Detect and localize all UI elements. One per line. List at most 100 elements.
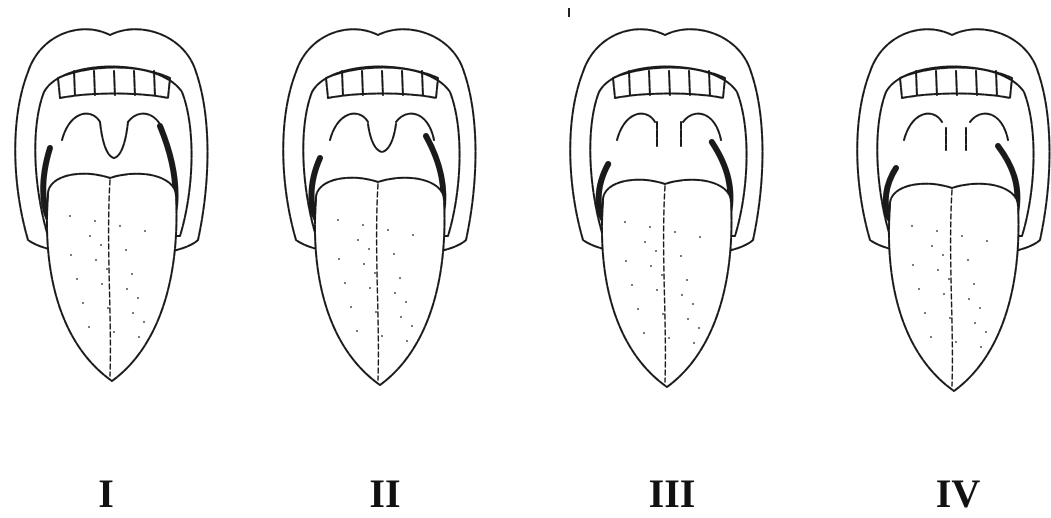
mouth-illustration (0, 0, 262, 440)
tooth-divider (976, 71, 977, 96)
class-label-iv: IV (827, 470, 1051, 518)
uvula (100, 122, 128, 158)
tooth-divider (134, 71, 135, 96)
texture-dot (937, 269, 939, 271)
tooth-divider (74, 71, 75, 96)
texture-dot (661, 274, 663, 276)
texture-dot (393, 253, 395, 255)
texture-dot (912, 264, 914, 266)
texture-dot (931, 245, 933, 247)
texture-dot (95, 259, 97, 261)
tooth-divider (114, 71, 115, 96)
texture-dot (70, 254, 72, 256)
tongue (315, 178, 445, 385)
uvula (368, 124, 396, 152)
texture-dot (687, 318, 689, 320)
texture-dot (381, 335, 383, 337)
class-panel-i: I (0, 0, 262, 516)
texture-dot (132, 312, 134, 314)
texture-dot (918, 288, 920, 290)
texture-dot (94, 220, 96, 222)
tooth-divider (94, 71, 95, 96)
texture-dot (668, 337, 670, 339)
texture-dot (686, 279, 688, 281)
texture-dot (69, 215, 71, 217)
texture-dot (693, 342, 695, 344)
texture-dot (699, 236, 701, 238)
tooth-divider (956, 71, 957, 96)
texture-dot (655, 250, 657, 252)
class-panel-iv: IV (842, 0, 1051, 516)
texture-dot (936, 230, 938, 232)
texture-dot (362, 224, 364, 226)
texture-dot (337, 219, 339, 221)
tooth-divider (689, 71, 690, 96)
class-panel-ii: II (268, 0, 530, 516)
tongue (602, 180, 732, 387)
drawing-strokes (15, 29, 207, 381)
texture-dot (662, 313, 664, 315)
texture-dot (955, 341, 957, 343)
mouth-illustration (555, 0, 817, 440)
texture-dot (400, 316, 402, 318)
texture-dot (974, 322, 976, 324)
texture-dot (119, 225, 121, 227)
tooth-divider (422, 71, 423, 96)
texture-dot (961, 235, 963, 237)
texture-dot (986, 240, 988, 242)
tongue (889, 184, 1019, 391)
texture-dot (924, 312, 926, 314)
soft-palate-right (683, 114, 721, 140)
tooth-divider (709, 71, 710, 96)
texture-dot (126, 288, 128, 290)
texture-dot (100, 244, 102, 246)
soft-palate-left (62, 114, 100, 140)
mouth-illustration (842, 0, 1051, 440)
texture-dot (357, 239, 359, 241)
texture-dot (82, 302, 84, 304)
tooth-divider (916, 71, 917, 96)
texture-dot (107, 307, 109, 309)
texture-dot (943, 293, 945, 295)
texture-dot (968, 298, 970, 300)
texture-dot (681, 294, 683, 296)
class-label-i: I (0, 470, 237, 518)
texture-dot (387, 229, 389, 231)
texture-dot (624, 221, 626, 223)
texture-dot (911, 225, 913, 227)
texture-dot (76, 278, 78, 280)
texture-dot (631, 284, 633, 286)
texture-dot (985, 331, 987, 333)
texture-dot (369, 287, 371, 289)
texture-dot (698, 327, 700, 329)
texture-dot (375, 311, 377, 313)
texture-dot (344, 282, 346, 284)
soft-palate-left (904, 114, 942, 140)
texture-dot (356, 330, 358, 332)
tooth-divider (936, 71, 937, 96)
texture-dot (138, 336, 140, 338)
texture-dot (967, 259, 969, 261)
texture-dot (412, 234, 414, 236)
tooth-divider (342, 71, 343, 96)
texture-dot (144, 230, 146, 232)
texture-dot (113, 331, 115, 333)
texture-dot (692, 303, 694, 305)
texture-dot (101, 283, 103, 285)
uvula (946, 128, 966, 150)
texture-dot (674, 231, 676, 233)
texture-dot (374, 272, 376, 274)
texture-dot (637, 308, 639, 310)
texture-dot (643, 332, 645, 334)
mouth-illustration (268, 0, 530, 440)
class-label-iii: III (541, 470, 803, 518)
drawing-strokes (570, 29, 762, 387)
class-label-ii: II (254, 470, 516, 518)
drawing-strokes (283, 29, 475, 385)
texture-dot (625, 260, 627, 262)
tooth-divider (669, 71, 670, 96)
texture-dot (948, 278, 950, 280)
tooth-divider (382, 71, 383, 96)
texture-dot (106, 268, 108, 270)
